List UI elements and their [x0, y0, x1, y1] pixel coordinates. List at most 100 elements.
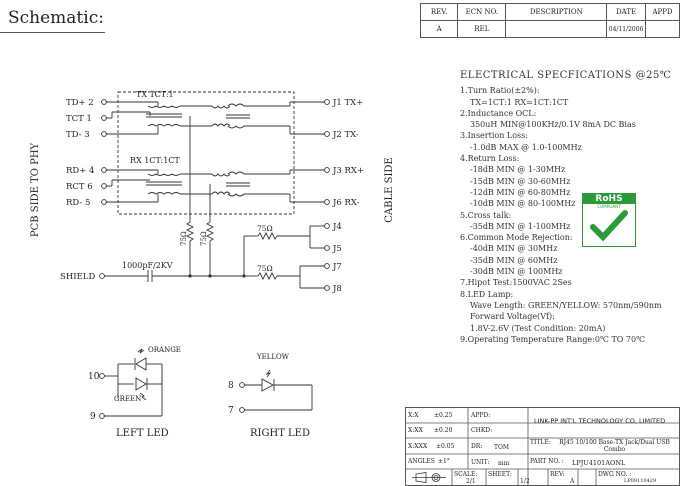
spec-item-line: -40dB MIN @ 30MHz [470, 244, 558, 254]
unit-value: mm [498, 460, 510, 467]
tol-4-val: ±1° [438, 458, 450, 465]
spec-item-head: 1.Turn Ratio(±2%): [460, 86, 540, 96]
right-led-title: RIGHT LED [250, 428, 310, 439]
revision-table: REV. ECN NO. DESCRIPTION DATE APPD A REL… [419, 3, 680, 38]
dwg-no-value: LP09110429 [624, 478, 657, 484]
spec-title: ELECTRICAL SPECFICATIONS @25℃ [460, 70, 672, 81]
spec-item-head: 6.Common Mode Rejection: [460, 233, 573, 243]
electrical-specifications: ELECTRICAL SPECFICATIONS @25℃ 1.Turn Rat… [460, 70, 678, 345]
revision-row: A REL 04/11/2006 [419, 20, 680, 38]
rohs-label: RoHS [583, 194, 635, 204]
spec-item-head: 8.LED Lamp: [460, 289, 514, 299]
page-title: Schematic: [8, 8, 104, 28]
resistor-r3-label: 75Ω [257, 224, 273, 233]
led-yellow-label: YELLOW [256, 353, 290, 361]
tol-3-key: X:XXX [408, 443, 428, 450]
projection-symbol-icon [412, 472, 446, 483]
drawing-title-label: TITLE: [530, 439, 551, 446]
rev-value: A [570, 478, 575, 485]
spec-item-line: TX=1CT:1 RX=1CT:1CT [470, 97, 569, 107]
sheet-value: 1/2 [520, 478, 530, 485]
pin-j1: J1 TX+ [332, 98, 363, 108]
dr-value: TOM [494, 444, 510, 451]
drawing-title-value: RJ45 10/100 Base-TX Jack/Dual USB Combo [559, 439, 670, 453]
pin-j2: J2 TX- [332, 130, 359, 140]
spec-item-line: -15dB MIN @ 30-60MHz [470, 176, 571, 186]
led-orange-label: ORANGE [148, 346, 181, 354]
pcb-side-label: PCB SIDE TO PHY [30, 142, 41, 237]
part-no-label: PART NO. : [530, 458, 564, 465]
spec-item-line: Forward Voltage(Vf): [470, 312, 555, 322]
pin-j5: J5 [332, 244, 342, 254]
pin-j4: J4 [332, 222, 342, 232]
spec-item-head: 5.Cross talk: [460, 210, 512, 220]
spec-item-line: -18dB MIN @ 1-30MHz [470, 165, 566, 175]
dr-label: DR: [471, 443, 483, 450]
left-led-title: LEFT LED [116, 428, 169, 439]
spec-item-line: -30dB MIN @ 100MHz [470, 267, 563, 277]
pin-j6: J6 RX- [332, 198, 360, 208]
spec-item-line: -35dB MIN @ 60MHz [470, 255, 558, 265]
rohs-badge: RoHS COMPLIANT [582, 193, 636, 247]
spec-item-line: -35dB MIN @ 1-100MHz [470, 221, 571, 231]
rev-label: REV: [550, 471, 565, 478]
tol-3-val: ±0.05 [436, 443, 455, 450]
resistor-r2-label: 75Ω [200, 231, 208, 246]
pin-rd-plus: RD+ 4 [66, 166, 94, 176]
title-block-grid [406, 408, 679, 485]
title-block: X:X ±0.25 X:XX ±0.20 X:XXX ±0.05 ANGLES … [405, 407, 680, 486]
spec-item-line: 350uH MIN@100KHz/0.1V 8mA DC Bias [470, 120, 636, 130]
spec-item-head: 4.Return Loss: [460, 154, 520, 164]
pin-td-plus: TD+ 2 [66, 98, 94, 108]
chkd-label: CHKD: [471, 427, 493, 434]
scale-label: SCALE: [454, 471, 478, 478]
rohs-sub-label: COMPLIANT [597, 204, 621, 209]
scale-value: 2/1 [466, 478, 476, 485]
led-green-label: GREEN [114, 395, 141, 403]
spec-item-head: 2.Inductance OCL: [460, 108, 537, 118]
part-no-value: LPJU4101AONL [572, 459, 626, 467]
revision-header-row: REV. ECN NO. DESCRIPTION DATE APPD [419, 3, 680, 21]
tol-2-key: X:XX [408, 427, 423, 434]
tol-4-key: ANGLES [408, 458, 435, 465]
unit-label: UNIT: [471, 459, 490, 466]
appd-value [645, 20, 680, 38]
tx-ratio-label: TX 1CT:1 [136, 90, 174, 99]
right-led-pin-7: 7 [228, 406, 234, 416]
spec-item-line: -12dB MIN @ 60-80MHz [470, 187, 571, 197]
rev-header: REV. [419, 3, 459, 21]
pin-td-minus: TD- 3 [66, 130, 90, 140]
pin-rd-minus: RD- 5 [66, 198, 90, 208]
pin-tct: TCT 1 [66, 114, 92, 124]
dwg-no-label: DWG NO. : [598, 471, 632, 478]
spec-item-line: -1.0dB MAX @ 1.0-100MHz [470, 142, 582, 152]
left-led-pin-9: 9 [90, 412, 96, 422]
cable-side-label: CABLE SIDE [384, 157, 395, 222]
capacitor-label: 1000pF/2KV [122, 261, 173, 270]
spec-item-head: 9.Operating Temperature Range:0℃ TO 70℃ [460, 334, 646, 344]
check-icon [590, 210, 628, 242]
spec-item-line: -10dB MIN @ 80-100MHz [470, 199, 576, 209]
company-name: LINK-PP INT'L TECHNOLOGY CO, LIMITED [534, 417, 666, 425]
right-led-pin-8: 8 [228, 381, 234, 391]
pin-rct: RCT 6 [66, 182, 93, 192]
title-underline [0, 32, 105, 33]
ecn-value: REL [457, 20, 507, 38]
left-led-pin-10: 10 [88, 372, 100, 382]
tol-1-key: X:X [408, 412, 419, 419]
appd-label: APPD: [471, 412, 491, 419]
rx-ratio-label: RX 1CT:1CT [130, 156, 180, 165]
resistor-r1-label: 75Ω [180, 231, 188, 246]
spec-item-head: 3.Insertion Loss: [460, 131, 528, 141]
spec-item-line: Wave Length: GREEN/YELLOW: 570nm/590nm [470, 300, 662, 310]
spec-item-line: 1.8V-2.6V (Test Condition: 20mA) [470, 323, 606, 333]
pin-j7: J7 [332, 262, 342, 272]
pin-j8: J8 [332, 284, 342, 294]
shield-label: SHIELD [60, 272, 95, 282]
tol-2-val: ±0.20 [434, 427, 453, 434]
spec-item-head: 7.Hipot Test:1500VAC 2Ses [460, 278, 572, 288]
sheet-label: SHEET: [488, 471, 512, 478]
tol-1-val: ±0.25 [434, 412, 453, 419]
resistor-r4-label: 75Ω [257, 264, 273, 273]
